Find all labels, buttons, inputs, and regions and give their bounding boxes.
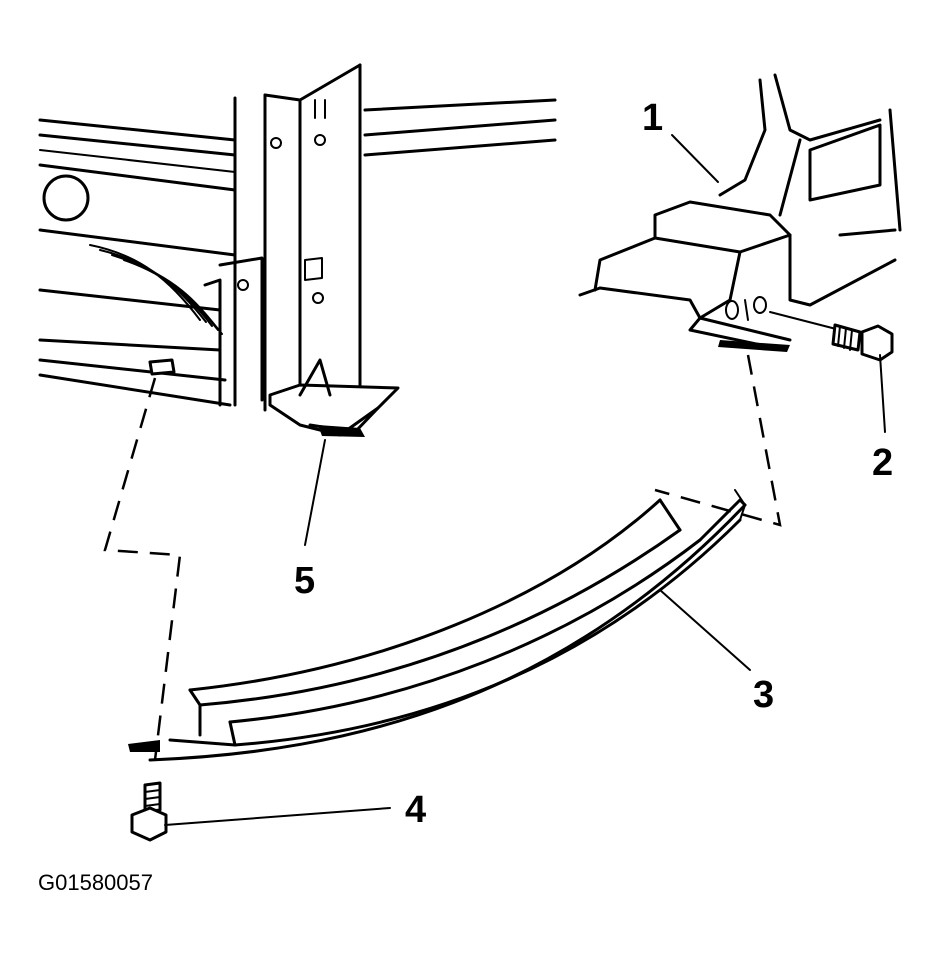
callout-2: 2 [872, 442, 893, 484]
rail-part-1 [578, 73, 902, 352]
callout-5: 5 [294, 560, 315, 602]
bolt-part-2 [769, 311, 894, 362]
alignment-lines [103, 354, 782, 761]
leader-lines [164, 134, 886, 826]
panel-hole [42, 174, 90, 222]
bar-part-3 [128, 489, 747, 762]
body-pillar-assembly [38, 63, 557, 437]
figure-id: G01580057 [38, 870, 153, 895]
bolt-part-4 [130, 781, 168, 842]
callout-4: 4 [405, 789, 426, 831]
callout-1: 1 [642, 97, 663, 139]
bracket-part-5 [268, 383, 400, 437]
callout-3: 3 [753, 674, 774, 716]
